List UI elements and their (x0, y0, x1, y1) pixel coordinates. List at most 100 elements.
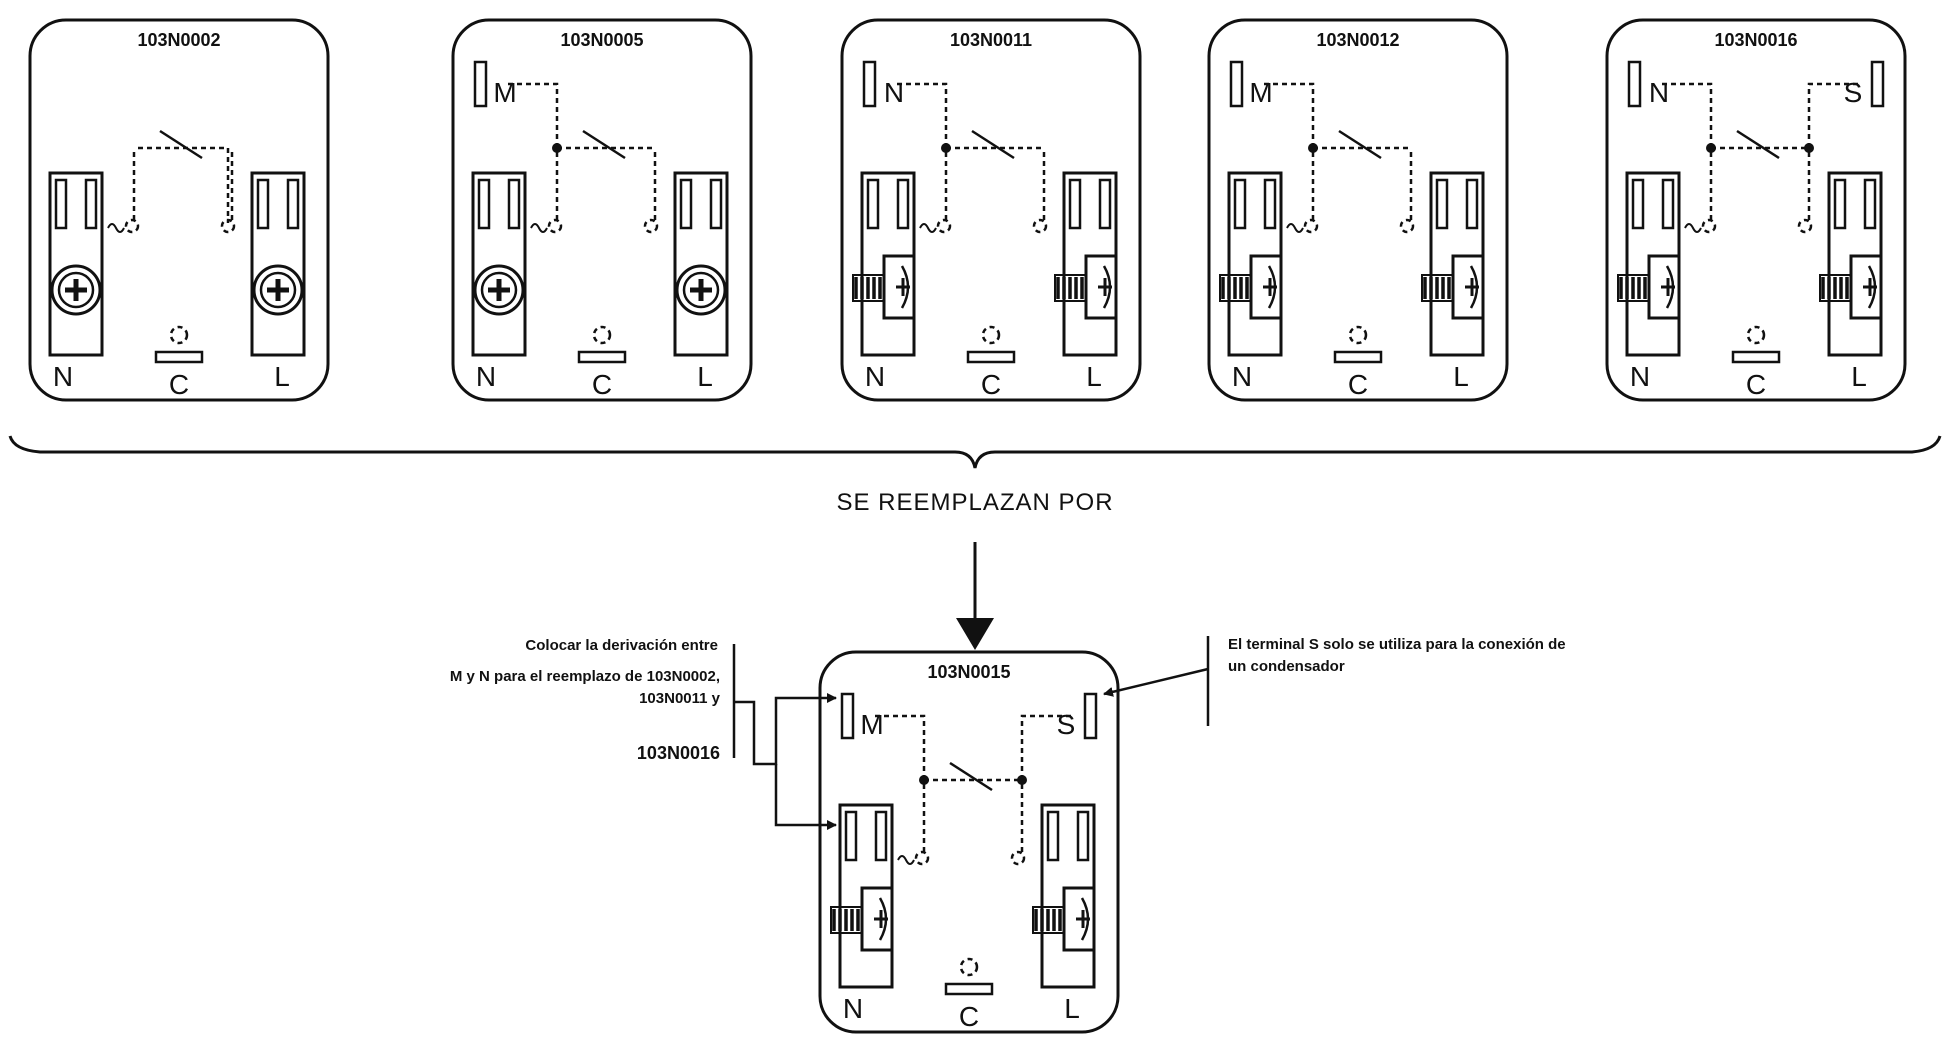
center-contact-icon (1348, 325, 1368, 345)
terminal-right (1819, 171, 1883, 357)
center-contact-icon (981, 325, 1001, 345)
panel-frame (451, 18, 753, 402)
panel-title: 103N0011 (950, 30, 1032, 50)
label-right: L (1453, 361, 1469, 392)
panel-title: 103N0002 (137, 30, 220, 50)
down-arrow-icon (956, 542, 994, 650)
label-right: L (697, 361, 713, 392)
contact-loop (643, 218, 659, 234)
label-left: N (1232, 361, 1252, 392)
contact-loop (1303, 218, 1319, 234)
switch-contact-icon (971, 129, 1015, 160)
note-left: Colocar la derivación entre M y N para e… (450, 637, 837, 830)
top-left-tab (840, 692, 855, 740)
label-center: C (1348, 369, 1368, 400)
label-center: C (959, 1001, 979, 1032)
dashed-wiring (897, 82, 1044, 150)
contact-loop (1010, 850, 1026, 866)
junction-dot (552, 143, 562, 153)
dashed-wiring (1264, 82, 1411, 150)
dashed-legs (1311, 152, 1413, 223)
switch-contact-icon (1338, 129, 1382, 160)
contact-loop (220, 218, 236, 234)
label-left: N (843, 993, 863, 1024)
panel-title: 103N0016 (1714, 30, 1797, 50)
dashed-legs (922, 784, 1024, 855)
switch-contact-icon (582, 129, 626, 160)
terminal-left (852, 171, 916, 357)
side-screw-terminal-icon (1054, 254, 1118, 320)
contact-loop (1701, 218, 1717, 234)
label-center: C (592, 369, 612, 400)
junction-dot (941, 143, 951, 153)
top-right-label: S (1057, 709, 1076, 740)
dashed-legs (944, 152, 1046, 223)
top-left-tab (473, 60, 488, 108)
spring-icon (1684, 223, 1702, 233)
center-plate (154, 350, 204, 364)
center-plate (1731, 350, 1781, 364)
contact-loop (1797, 218, 1813, 234)
label-right: L (1064, 993, 1080, 1024)
top-left-label: N (884, 77, 904, 108)
terminal-right (1032, 803, 1096, 989)
label-right: L (274, 361, 290, 392)
top-right-label: S (1844, 77, 1863, 108)
label-left: N (865, 361, 885, 392)
note-left-line-2: M y N para el reemplazo de 103N0002, (450, 668, 720, 685)
top-left-label: M (493, 77, 516, 108)
spring-icon (530, 223, 548, 233)
top-left-label: M (860, 709, 883, 740)
plus-screw-terminal-icon (675, 264, 727, 316)
dashed-legs (132, 152, 234, 223)
label-center: C (1746, 369, 1766, 400)
center-plate (1333, 350, 1383, 364)
top-right-tab (1870, 60, 1885, 108)
switch-contact-icon (1736, 129, 1780, 160)
label-right: L (1851, 361, 1867, 392)
contact-loop (547, 218, 563, 234)
label-center: C (169, 369, 189, 400)
panel-title: 103N0005 (560, 30, 643, 50)
label-left: N (1630, 361, 1650, 392)
panel-frame (1207, 18, 1509, 402)
replacement-caption: SE REEMPLAZAN POR (836, 489, 1113, 516)
note-right-line-1: El terminal S solo se utiliza para la co… (1228, 636, 1566, 653)
top-left-tab (1229, 60, 1244, 108)
terminal-right (250, 171, 306, 357)
center-plate (577, 350, 627, 364)
plus-screw-terminal-icon (50, 264, 102, 316)
junction-dot (919, 775, 929, 785)
label-right: L (1086, 361, 1102, 392)
label-left: N (476, 361, 496, 392)
junction-dot (1706, 143, 1716, 153)
panel-title: 103N0012 (1316, 30, 1399, 50)
junction-dot (1804, 143, 1814, 153)
panel-title: 103N0015 (927, 662, 1010, 682)
top-left-label: M (1249, 77, 1272, 108)
side-screw-terminal-icon (852, 254, 916, 320)
dashed-legs (1709, 152, 1811, 223)
contact-loop (914, 850, 930, 866)
center-plate (944, 982, 994, 996)
terminal-right (1054, 171, 1118, 357)
spring-icon (107, 223, 125, 233)
spring-icon (1286, 223, 1304, 233)
terminal-right (673, 171, 729, 357)
panel-frame (840, 18, 1142, 402)
note-right: El terminal S solo se utiliza para la co… (1103, 636, 1566, 726)
panel-frame (1605, 18, 1907, 402)
terminal-right (1421, 171, 1485, 357)
switch-contact-icon (949, 761, 993, 792)
side-screw-terminal-icon (830, 886, 894, 952)
side-screw-terminal-icon (1819, 254, 1883, 320)
note-left-line-3: 103N0011 y (639, 690, 721, 707)
center-contact-icon (592, 325, 612, 345)
